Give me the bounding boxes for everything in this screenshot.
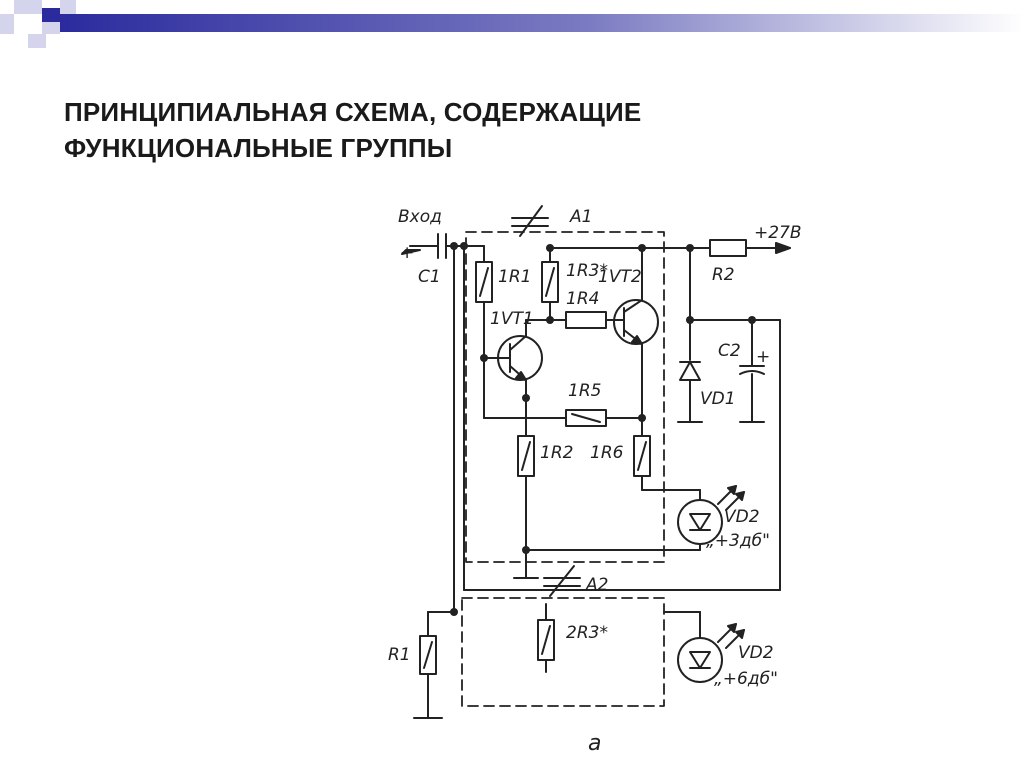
resistor-1r6 — [633, 435, 701, 501]
label-vd2-bottom: VD2 — [738, 643, 774, 663]
label-r1-outer: R1 — [388, 645, 411, 665]
decorative-header-band — [0, 0, 1024, 48]
slide-title-line-2: ФУНКЦИОНАЛЬНЫЕ ГРУППЫ — [64, 133, 453, 163]
label-c1-plus: + — [400, 243, 414, 263]
slide-title-line-1: ПРИНЦИПИАЛЬНАЯ СХЕМА, СОДЕРЖАЩИЕ — [64, 97, 642, 127]
resistor-r1-outer — [413, 611, 455, 719]
label-1r4: 1R4 — [566, 289, 599, 309]
label-1r3: 1R3* — [566, 261, 608, 281]
a1-ground-rail — [513, 549, 701, 579]
resistor-1r5 — [483, 409, 643, 427]
label-c1: С1 — [418, 267, 441, 287]
resistor-1r2 — [517, 397, 535, 551]
tuning-mark-a1 — [511, 205, 549, 237]
label-vd1: VD1 — [700, 389, 736, 409]
zener-vd1 — [677, 319, 703, 423]
label-block-a1: А1 — [569, 207, 592, 227]
label-c2: С2 — [718, 341, 741, 361]
capacitor-c2 — [739, 319, 765, 423]
block-a1-outline — [465, 231, 665, 563]
led-vd2-top — [677, 485, 745, 551]
label-r2: R2 — [712, 265, 735, 285]
tuning-mark-a2 — [543, 565, 581, 597]
led-vd2-bottom — [663, 611, 745, 683]
capacitor-c1 — [401, 233, 465, 259]
resistor-2r3 — [537, 603, 555, 673]
resistor-1r3 — [541, 247, 567, 321]
label-1vt2: 1VT2 — [598, 267, 642, 287]
label-1r6: 1R6 — [590, 443, 624, 463]
label-1r1: 1R1 — [498, 267, 531, 287]
junction-dots — [450, 242, 756, 616]
supply-rail — [549, 239, 791, 321]
label-vd2-top: VD2 — [724, 507, 760, 527]
label-input: Вход — [398, 207, 442, 227]
label-power: +27В — [754, 223, 802, 243]
label-vd2-bottom-value: „+6дб" — [714, 669, 778, 689]
label-figure: а — [588, 731, 601, 756]
label-block-a2: А2 — [585, 575, 608, 595]
block-a2-outline — [461, 597, 665, 707]
slide-title: ПРИНЦИПИАЛЬНАЯ СХЕМА, СОДЕРЖАЩИЕ ФУНКЦИО… — [64, 94, 824, 166]
label-c2-plus: + — [756, 347, 770, 367]
label-1vt1: 1VT1 — [490, 309, 534, 329]
label-1r5: 1R5 — [568, 381, 601, 401]
label-vd2-top-value: „+3дб" — [706, 531, 770, 551]
label-1r2: 1R2 — [540, 443, 573, 463]
input-wires — [453, 245, 781, 613]
transistor-1vt1 — [483, 319, 551, 399]
label-2r3: 2R3* — [566, 623, 608, 643]
resistor-1r1 — [475, 245, 493, 419]
